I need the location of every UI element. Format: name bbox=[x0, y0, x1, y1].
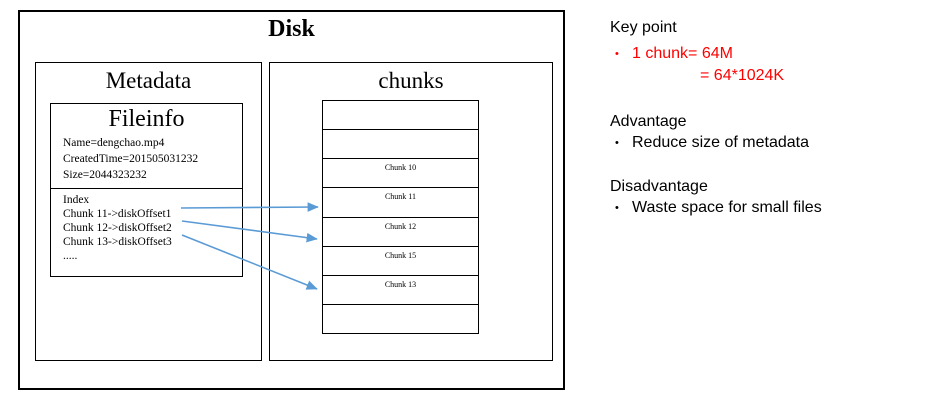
fileinfo-title: Fileinfo bbox=[108, 106, 185, 132]
bullet-icon: • bbox=[615, 137, 619, 149]
chunk-table: Chunk 10 Chunk 11 Chunk 12 Chunk 15 Chun… bbox=[322, 100, 479, 334]
disadvantage-heading: Disadvantage bbox=[610, 178, 708, 195]
chunk-row-12: Chunk 12 bbox=[323, 216, 478, 246]
disadvantage-item: • Waste space for small files bbox=[610, 198, 822, 218]
chunk-row-13: Chunk 13 bbox=[323, 274, 478, 304]
chunk-row-empty bbox=[323, 129, 478, 158]
chunk-row-10: Chunk 10 bbox=[323, 158, 478, 187]
chunk-row-empty bbox=[323, 303, 478, 333]
bullet-icon: • bbox=[615, 48, 619, 60]
index-section: Index Chunk 11->diskOffset1 Chunk 12->di… bbox=[51, 189, 242, 263]
advantage-heading: Advantage bbox=[610, 113, 687, 130]
notes-panel: Key point • 1 chunk= 64M = 64*1024K Advan… bbox=[610, 0, 937, 410]
key-point-heading: Key point bbox=[610, 19, 677, 36]
index-entry: Chunk 13->diskOffset3 bbox=[63, 236, 172, 248]
index-entry: Chunk 12->diskOffset2 bbox=[63, 222, 172, 234]
chunk-row-empty bbox=[323, 101, 478, 129]
fileinfo-field-size: Size=2044323232 bbox=[63, 169, 147, 181]
chunks-title: chunks bbox=[378, 68, 444, 93]
advantage-text: Reduce size of metadata bbox=[632, 134, 809, 151]
fileinfo-fields: Name=dengchao.mp4 CreatedTime=2015050312… bbox=[51, 132, 242, 183]
advantage-item: • Reduce size of metadata bbox=[610, 133, 809, 153]
key-point-item: • 1 chunk= 64M bbox=[610, 44, 733, 64]
disadvantage-text: Waste space for small files bbox=[632, 199, 822, 216]
fileinfo-section: Fileinfo Name=dengchao.mp4 CreatedTime=2… bbox=[51, 106, 242, 189]
disk-title: Disk bbox=[268, 16, 315, 42]
index-label: Index bbox=[63, 194, 90, 206]
chunk-row-11: Chunk 11 bbox=[323, 187, 478, 216]
key-point-line1: 1 chunk= 64M bbox=[632, 45, 733, 62]
key-point-line2: = 64*1024K bbox=[700, 67, 785, 84]
fileinfo-box: Fileinfo Name=dengchao.mp4 CreatedTime=2… bbox=[50, 103, 243, 277]
index-entry: Chunk 11->diskOffset1 bbox=[63, 208, 172, 220]
metadata-title: Metadata bbox=[105, 68, 192, 93]
index-entry-ellipsis: ..... bbox=[63, 250, 78, 262]
fileinfo-field-createdtime: CreatedTime=201505031232 bbox=[63, 153, 199, 165]
bullet-icon: • bbox=[615, 202, 619, 214]
chunk-row-15: Chunk 15 bbox=[323, 245, 478, 275]
fileinfo-field-name: Name=dengchao.mp4 bbox=[63, 137, 165, 149]
